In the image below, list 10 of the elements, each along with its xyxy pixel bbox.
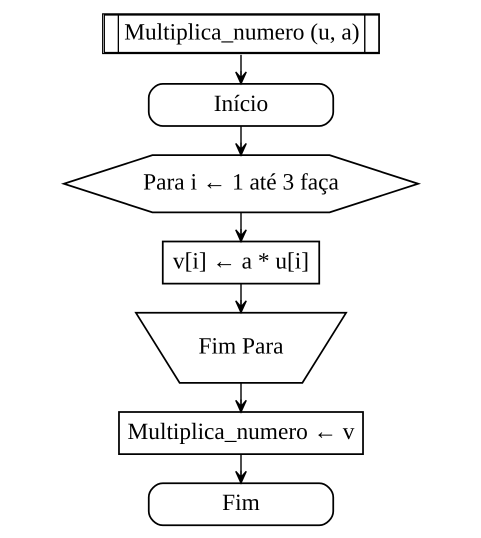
arrow [234, 212, 246, 242]
arrow [234, 54, 246, 84]
node-box: Fim [147, 482, 334, 526]
node-box: Multiplica_numero ← v [118, 411, 364, 455]
arrow [234, 454, 246, 484]
node-box: Início [147, 83, 334, 127]
arrow [234, 126, 246, 156]
arrow [234, 284, 246, 314]
node-box: v[i] ← a * u[i] [161, 240, 320, 284]
arrow [234, 383, 246, 413]
